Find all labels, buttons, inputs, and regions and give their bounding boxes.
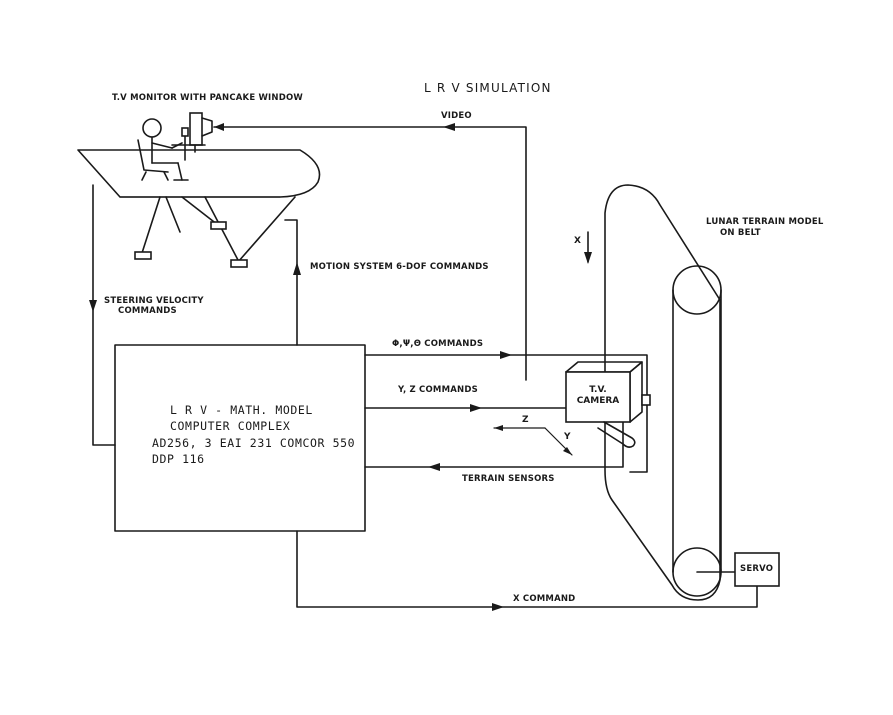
- motion-system-label: MOTION SYSTEM 6-DOF COMMANDS: [310, 262, 489, 272]
- steering-label-line1: STEERING VELOCITY: [104, 296, 204, 306]
- angle-commands-label: Φ,Ψ,Θ COMMANDS: [392, 339, 484, 349]
- tv-monitor-label: T.V MONITOR WITH PANCAKE WINDOW: [112, 93, 303, 103]
- lunar-terrain-label-line2: ON BELT: [720, 228, 761, 238]
- computer-line-3: AD256, 3 EAI 231 COMCOR 550: [152, 436, 356, 450]
- cockpit-vehicle: [77, 149, 321, 268]
- y-axis-label: Y: [564, 432, 571, 442]
- zy-axes: [493, 425, 573, 456]
- z-axis-label: Z: [522, 415, 529, 425]
- camera-label-line2: CAMERA: [576, 396, 620, 406]
- camera-label-line1: T.V.: [589, 385, 607, 395]
- tv-camera: [565, 361, 651, 448]
- steering-label-line2: COMMANDS: [118, 306, 177, 316]
- video-label: VIDEO: [441, 111, 472, 121]
- computer-line-1: L R V - MATH. MODEL: [170, 403, 313, 417]
- lunar-terrain-label-line1: LUNAR TERRAIN MODEL: [706, 217, 824, 227]
- steering-line: [92, 184, 116, 446]
- x-command-label: X COMMAND: [513, 594, 576, 604]
- diagram-title: L R V SIMULATION: [424, 81, 552, 95]
- video-line: [213, 126, 527, 381]
- computer-line-2: COMPUTER COMPLEX: [170, 419, 291, 433]
- terrain-belt: [604, 184, 722, 601]
- terrain-sensors-label: TERRAIN SENSORS: [462, 474, 555, 484]
- yz-commands-label: Y, Z COMMANDS: [398, 385, 478, 395]
- computer-box: [114, 344, 366, 532]
- servo-box: [734, 552, 780, 587]
- terrain-sensors-line: [364, 419, 624, 468]
- x-command-line: [296, 530, 758, 608]
- motion-line: [284, 219, 298, 346]
- tv-monitor: [171, 112, 213, 153]
- x-axis-label: X: [574, 236, 581, 246]
- computer-line-4: DDP 116: [152, 452, 205, 466]
- servo-label: SERVO: [740, 564, 774, 574]
- operator-figure: [137, 118, 189, 181]
